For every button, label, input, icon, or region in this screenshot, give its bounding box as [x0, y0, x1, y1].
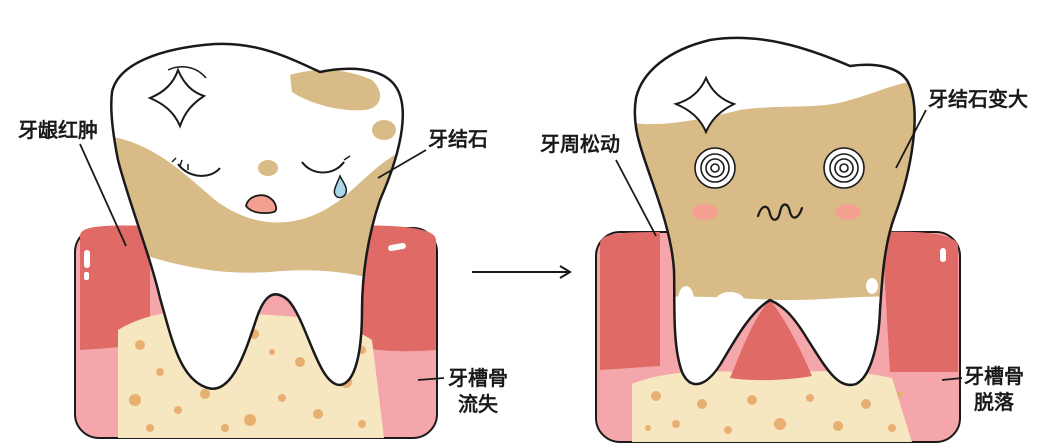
label-loose-tooth: 牙周松动 — [540, 132, 620, 156]
leader-tartar-bigger — [895, 109, 927, 169]
left-tooth-enamel — [111, 43, 403, 389]
blush-right — [835, 204, 861, 220]
left-tooth-crack — [147, 67, 207, 129]
right-tooth-face — [692, 147, 865, 221]
dizzy-eye-right-icon — [823, 147, 865, 189]
right-gum-right-lobe — [882, 231, 958, 372]
left-panel-illustration — [74, 42, 438, 439]
left-gum-highlights — [84, 242, 406, 280]
right-bone-dots — [645, 391, 903, 434]
left-tooth-face — [171, 155, 351, 214]
tear-drop-icon — [333, 174, 348, 199]
leader-lines — [79, 109, 963, 381]
leader-tartar — [377, 149, 427, 179]
right-gum-left-lobe — [600, 232, 660, 370]
left-tooth-mouth — [245, 194, 277, 214]
right-panel-illustration — [595, 36, 961, 443]
left-tooth-outline — [110, 42, 404, 390]
right-tooth-outline — [633, 36, 916, 387]
leader-bone-loss-right — [941, 377, 963, 381]
label-tartar: 牙结石 — [428, 127, 488, 151]
left-gum-left-lobe — [80, 225, 150, 350]
label-bone-loss-right: 牙槽骨 脱落 — [964, 363, 1024, 415]
label-bone-loss-left: 牙槽骨 流失 — [448, 365, 508, 417]
label-bone-loss-left-line2: 流失 — [458, 392, 498, 416]
label-bone-loss-left-line1: 牙槽骨 — [448, 366, 508, 390]
label-bone-loss-right-line1: 牙槽骨 — [964, 364, 1024, 388]
leader-loose-tooth — [615, 159, 657, 237]
right-gum-highlights — [684, 248, 946, 306]
leader-swollen-gums — [79, 143, 127, 247]
progression-arrow-icon — [472, 265, 572, 279]
right-tooth-wavy-mouth — [756, 203, 804, 221]
label-bone-loss-right-line2: 脱落 — [974, 390, 1014, 414]
label-tartar-bigger: 牙结石变大 — [928, 87, 1028, 111]
leader-bone-loss-left — [417, 377, 445, 381]
right-root-gum — [730, 300, 812, 381]
right-tooth-crack — [673, 75, 737, 135]
left-tartar — [111, 69, 403, 290]
label-swollen-gums: 牙龈红肿 — [18, 118, 98, 142]
dizzy-eye-left-icon — [694, 147, 736, 189]
right-tartar — [634, 80, 915, 300]
blush-left — [692, 204, 718, 220]
